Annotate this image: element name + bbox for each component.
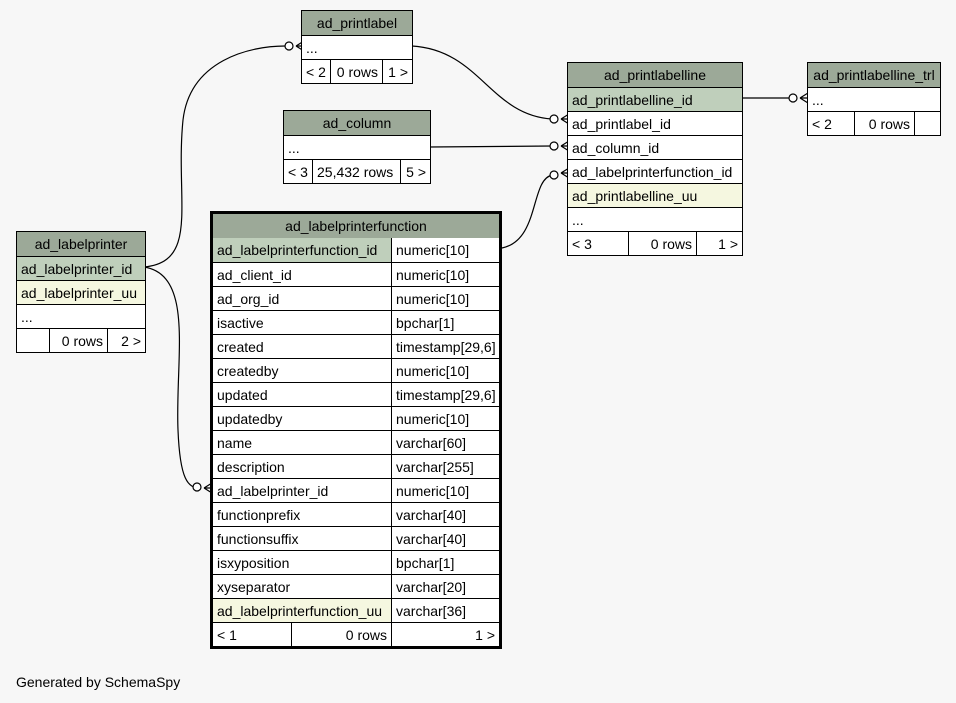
column-type: numeric[10] (391, 359, 499, 382)
column-name[interactable]: functionsuffix (217, 530, 299, 547)
column-type: numeric[10] (391, 238, 499, 262)
parents-link[interactable]: < 2 (306, 63, 326, 80)
column-type: varchar[40] (391, 503, 499, 526)
table-ad-printlabelline-trl[interactable]: ad_printlabelline_trl ... < 2 0 rows (807, 62, 941, 136)
parents-link[interactable]: < 3 (288, 163, 308, 180)
table-title[interactable]: ad_printlabelline (568, 63, 742, 87)
children-link[interactable] (914, 112, 940, 135)
table-title[interactable]: ad_column (284, 111, 430, 135)
column-name[interactable]: isxyposition (217, 554, 290, 571)
column-name[interactable]: updatedby (217, 410, 283, 427)
parents-link[interactable]: < 3 (572, 235, 592, 252)
column-type: varchar[20] (391, 575, 499, 598)
column-name[interactable]: createdby (217, 362, 279, 379)
column-ellipsis: ... (812, 91, 824, 108)
row-count: 0 rows (628, 232, 696, 255)
table-row[interactable]: ad_org_id numeric[10] (213, 286, 499, 310)
column-fk[interactable]: ad_printlabel_id (572, 115, 671, 132)
edge-printlabel-printlabelline (411, 45, 553, 120)
table-ad-printlabel[interactable]: ad_printlabel ... < 2 0 rows 1 > (301, 10, 413, 84)
table-row[interactable]: ad_labelprinter_id numeric[10] (213, 478, 499, 502)
table-row[interactable]: updatedby numeric[10] (213, 406, 499, 430)
column-name[interactable]: ad_org_id (217, 290, 280, 307)
table-row[interactable]: xyseparator varchar[20] (213, 574, 499, 598)
column-name[interactable]: ad_labelprinterfunction_uu (213, 599, 391, 622)
table-row[interactable]: updated timestamp[29,6] (213, 382, 499, 406)
column-name[interactable]: functionprefix (217, 506, 301, 523)
column-fk[interactable]: ad_column_id (572, 139, 660, 156)
parents-link[interactable]: < 2 (812, 115, 832, 132)
table-ad-labelprinterfunction[interactable]: ad_labelprinterfunction ad_labelprinterf… (210, 211, 502, 649)
column-fk[interactable]: ad_labelprinterfunction_id (572, 163, 733, 180)
parents-link[interactable]: < 1 (217, 626, 237, 643)
column-name[interactable]: name (217, 434, 253, 451)
column-name[interactable]: ad_labelprinterfunction_id (213, 238, 391, 262)
table-ad-column[interactable]: ad_column ... < 3 25,432 rows 5 > (283, 110, 431, 184)
column-type: bpchar[1] (391, 551, 499, 574)
edge-labelprinter-printlabel (143, 45, 286, 268)
row-count: 0 rows (330, 60, 382, 83)
column-type: varchar[40] (391, 527, 499, 550)
column-type: numeric[10] (391, 407, 499, 430)
edge-lpf-printlabelline (501, 174, 553, 249)
column-ellipsis: ... (306, 39, 318, 56)
column-name[interactable]: isactive (217, 314, 264, 331)
edge-labelprinter-labelprinterfunction (143, 266, 201, 489)
table-row[interactable]: ad_client_id numeric[10] (213, 262, 499, 286)
children-link[interactable]: 1 > (391, 623, 499, 646)
table-ad-printlabelline[interactable]: ad_printlabelline ad_printlabelline_id a… (567, 62, 743, 256)
table-row[interactable]: functionsuffix varchar[40] (213, 526, 499, 550)
column-uu[interactable]: ad_labelprinter_uu (17, 281, 145, 304)
table-title[interactable]: ad_labelprinter (17, 232, 145, 256)
column-name[interactable]: created (217, 338, 264, 355)
column-type: timestamp[29,6] (391, 383, 499, 406)
column-ellipsis: ... (21, 308, 33, 325)
column-pk[interactable]: ad_printlabelline_id (568, 88, 742, 111)
column-type: varchar[255] (391, 455, 499, 478)
table-ad-labelprinter[interactable]: ad_labelprinter ad_labelprinter_id ad_la… (16, 231, 146, 353)
generated-by-credit: Generated by SchemaSpy (16, 674, 181, 690)
column-uu[interactable]: ad_printlabelline_uu (568, 184, 742, 207)
table-title[interactable]: ad_labelprinterfunction (213, 214, 499, 238)
children-link[interactable]: 2 > (107, 329, 145, 352)
table-title[interactable]: ad_printlabel (302, 11, 412, 35)
column-name[interactable]: ad_client_id (217, 266, 292, 283)
row-count: 0 rows (854, 112, 914, 135)
column-ellipsis: ... (572, 211, 584, 228)
table-row[interactable]: isactive bpchar[1] (213, 310, 499, 334)
edge-column-printlabelline (428, 145, 553, 148)
table-row[interactable]: description varchar[255] (213, 454, 499, 478)
table-row[interactable]: functionprefix varchar[40] (213, 502, 499, 526)
children-link[interactable]: 1 > (696, 232, 742, 255)
column-ellipsis: ... (288, 139, 300, 156)
column-type: varchar[60] (391, 431, 499, 454)
column-type: numeric[10] (391, 287, 499, 310)
table-title[interactable]: ad_printlabelline_trl (808, 63, 940, 87)
table-row[interactable]: name varchar[60] (213, 430, 499, 454)
column-name[interactable]: ad_labelprinter_id (217, 482, 329, 499)
column-type: varchar[36] (391, 599, 499, 622)
column-type: bpchar[1] (391, 311, 499, 334)
column-pk[interactable]: ad_labelprinter_id (17, 257, 145, 280)
children-link[interactable]: 5 > (400, 160, 430, 183)
column-name[interactable]: description (217, 458, 285, 475)
column-name[interactable]: xyseparator (217, 578, 291, 595)
column-name[interactable]: updated (217, 386, 268, 403)
parents-link[interactable] (17, 329, 49, 352)
column-type: timestamp[29,6] (391, 335, 499, 358)
children-link[interactable]: 1 > (382, 60, 412, 83)
row-count: 25,432 rows (312, 160, 400, 183)
column-type: numeric[10] (391, 479, 499, 502)
table-row[interactable]: createdby numeric[10] (213, 358, 499, 382)
column-type: numeric[10] (391, 263, 499, 286)
table-row[interactable]: created timestamp[29,6] (213, 334, 499, 358)
table-row[interactable]: isxyposition bpchar[1] (213, 550, 499, 574)
row-count: 0 rows (291, 623, 391, 646)
row-count: 0 rows (49, 329, 107, 352)
